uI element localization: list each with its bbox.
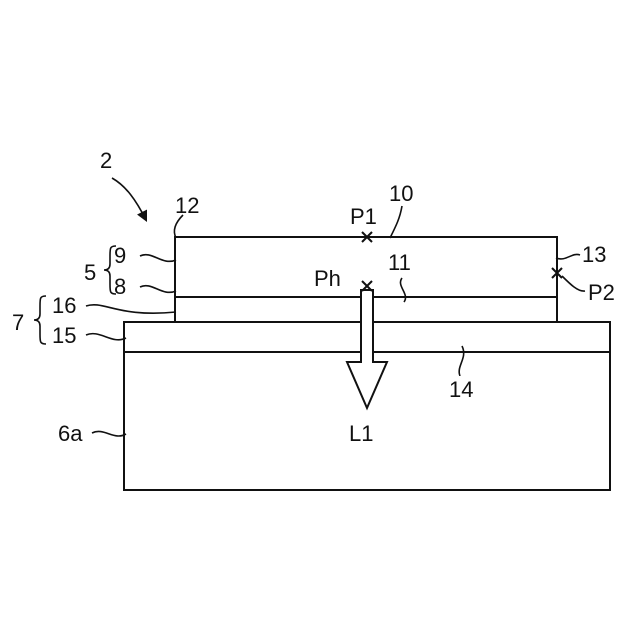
- leader-9: [140, 255, 176, 262]
- label-point-p2: P2: [588, 280, 615, 305]
- leader-12: [174, 215, 183, 238]
- label-point-p1: P1: [350, 204, 377, 229]
- label-stack-upper: 5: [84, 260, 96, 285]
- label-stack-lower: 7: [12, 310, 24, 335]
- label-substrate: 6a: [58, 421, 83, 446]
- leader-6a: [92, 431, 126, 436]
- light-arrow: [347, 290, 387, 408]
- device-pointer-arrow: [112, 178, 146, 220]
- label-sublayer-15: 15: [52, 323, 76, 348]
- label-interface-11: 11: [388, 250, 411, 275]
- leader-14: [459, 346, 464, 376]
- leader-16: [86, 305, 176, 313]
- label-photo-point: Ph: [314, 266, 341, 291]
- label-layer-lower: 8: [114, 274, 126, 299]
- leader-p2: [562, 276, 585, 291]
- leader-11: [400, 278, 405, 302]
- label-sublayer-16: 16: [52, 293, 76, 318]
- label-light-direction: L1: [349, 421, 373, 446]
- label-top-face: 10: [389, 181, 413, 206]
- label-interface-14: 14: [449, 377, 473, 402]
- leader-10: [390, 206, 402, 238]
- leader-15: [86, 334, 126, 340]
- label-surface-top: 12: [175, 193, 199, 218]
- label-device: 2: [100, 148, 112, 173]
- leader-8: [140, 286, 176, 293]
- label-layer-upper: 9: [114, 243, 126, 268]
- leader-13: [556, 254, 580, 259]
- brace-7: [34, 296, 46, 344]
- label-side-face: 13: [582, 242, 606, 267]
